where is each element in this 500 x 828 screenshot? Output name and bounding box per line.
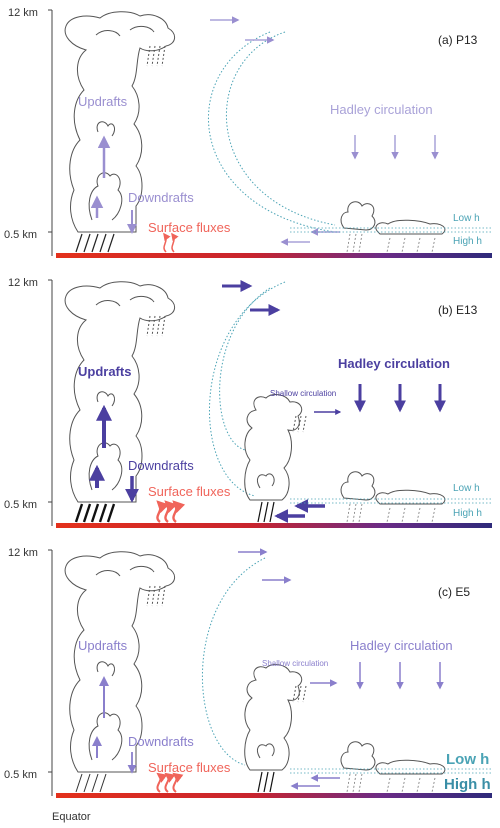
congestus-cloud <box>244 664 303 771</box>
congestus-cloud <box>244 394 303 501</box>
subsidence-arrows <box>354 384 446 413</box>
deep-convective-cloud <box>64 551 175 773</box>
drizzle <box>346 503 436 523</box>
high-h-label: High h <box>444 776 491 793</box>
updrafts-label: Updrafts <box>78 638 128 653</box>
downdrafts-label: Downdrafts <box>128 734 194 749</box>
panel-a: 12 km 0.5 km (a) P13 <box>4 7 492 258</box>
shallow-cloud <box>340 201 446 235</box>
drizzle <box>346 773 436 793</box>
surface-flux-arrows <box>163 232 179 253</box>
surface-bar <box>56 253 492 258</box>
axis-top-label: 12 km <box>8 7 38 19</box>
axis-bottom-label: 0.5 km <box>4 229 37 241</box>
upper-outflow-arrows <box>222 280 281 316</box>
surface-bar <box>56 523 492 528</box>
deep-convective-cloud <box>64 11 175 233</box>
low-h-label: Low h <box>453 483 480 494</box>
congestus-anvil-rain <box>292 415 307 433</box>
panel-label: (b) E13 <box>438 303 478 317</box>
surface-fluxes-label: Surface fluxes <box>148 220 231 235</box>
upper-outflow-arrows <box>210 16 275 44</box>
hadley-arcs <box>209 281 286 497</box>
updraft-arrows <box>90 135 111 218</box>
upper-outflow-arrows <box>238 548 292 584</box>
panel-label: (c) E5 <box>438 585 470 599</box>
updrafts-label: Updrafts <box>78 94 128 109</box>
subsidence-arrows <box>356 662 444 690</box>
axis-top-label: 12 km <box>8 547 38 559</box>
high-h-label: High h <box>453 236 482 247</box>
hadley-arcs <box>208 31 336 233</box>
drizzle <box>346 233 436 253</box>
hadley-label: Hadley circulation <box>350 638 453 653</box>
shallow-circulation-label: Shallow circulation <box>270 389 336 398</box>
hadley-arcs <box>202 557 266 766</box>
surface-bar <box>56 793 492 798</box>
downdrafts-label: Downdrafts <box>128 458 194 473</box>
axis-bottom-label: 0.5 km <box>4 499 37 511</box>
heavy-rain <box>75 773 107 793</box>
axis-top-label: 12 km <box>8 277 38 289</box>
anvil-rain <box>146 585 166 607</box>
hadley-label: Hadley circulation <box>330 102 433 117</box>
downdrafts-label: Downdrafts <box>128 190 194 205</box>
lower-return-arrows <box>274 499 325 523</box>
shallow-circulation-label: Shallow circulation <box>262 659 328 668</box>
panel-label: (a) P13 <box>438 33 478 47</box>
low-h-label: Low h <box>446 751 489 768</box>
surface-flux-arrows <box>156 772 184 793</box>
surface-flux-arrows <box>156 500 186 523</box>
lower-return-arrows <box>290 774 340 790</box>
high-h-label: High h <box>453 508 482 519</box>
updraft-arrows <box>89 404 112 488</box>
congestus-rain <box>257 501 275 523</box>
anvil-rain <box>146 45 166 67</box>
equator-label: Equator <box>52 811 91 823</box>
panel-b: 12 km 0.5 km (b) E13 Updraft <box>4 277 492 528</box>
panel-c: 12 km 0.5 km (c) E5 Updrafts <box>4 547 492 798</box>
axis-bottom-label: 0.5 km <box>4 769 37 781</box>
congestus-anvil-rain <box>292 685 307 703</box>
heavy-rain <box>75 233 115 253</box>
surface-fluxes-label: Surface fluxes <box>148 484 231 499</box>
lower-return-arrows <box>280 228 340 246</box>
subsidence-arrows <box>351 135 439 160</box>
hadley-label: Hadley circulation <box>338 356 450 371</box>
updrafts-label: Updrafts <box>78 364 131 379</box>
updraft-arrows <box>92 676 109 758</box>
deep-convective-cloud <box>64 281 175 503</box>
surface-fluxes-label: Surface fluxes <box>148 760 231 775</box>
congestus-rain <box>257 771 275 793</box>
anvil-rain <box>146 315 166 337</box>
low-h-label: Low h <box>453 213 480 224</box>
heavy-rain <box>74 503 116 523</box>
